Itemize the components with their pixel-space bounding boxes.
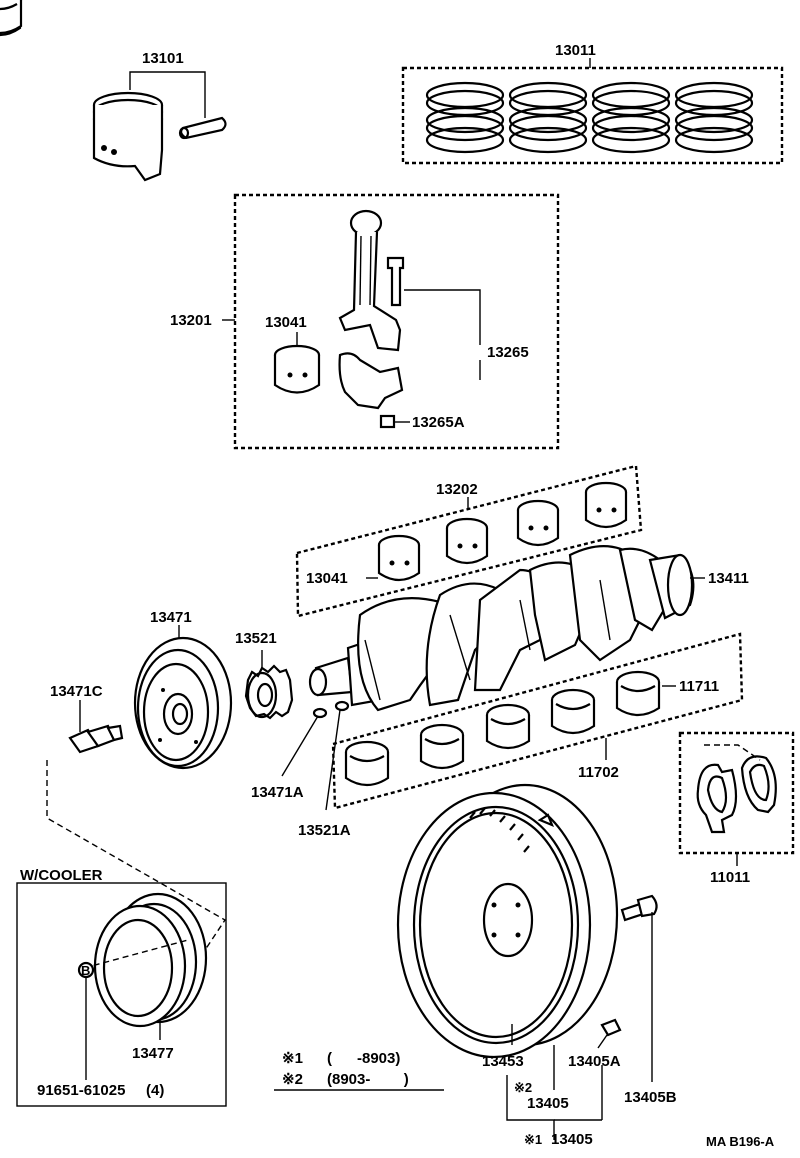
label-rod-assy: 13201 — [170, 312, 212, 329]
connecting-rod-part — [338, 209, 405, 429]
thrust-washer-box — [678, 731, 795, 866]
label-key-13471a: 13471A — [251, 784, 304, 801]
legend-row1-range: ( -8903) — [327, 1050, 400, 1067]
label-flywheel-bolt-b: 13405B — [624, 1089, 677, 1106]
pulley-bolt-part — [68, 724, 124, 754]
connecting-rod-box — [222, 193, 560, 450]
thrust-washer-part — [696, 744, 777, 834]
legend: ※1 ( -8903) ※2 (8903- ) — [274, 1050, 444, 1091]
label-rod-nut: 13265A — [412, 414, 465, 431]
dashed-link-to-cooler — [46, 760, 226, 951]
label-flywheel-bolt-a: 13405A — [568, 1053, 621, 1070]
timing-gear-part — [244, 664, 294, 720]
piston-rings — [425, 81, 754, 154]
diagram-code: MA B196-A — [706, 1134, 775, 1149]
label-timing-gear: 13521 — [235, 630, 277, 647]
upper-bearings — [0, 0, 628, 582]
piston-part — [92, 91, 227, 182]
label-w-cooler: W/COOLER — [20, 867, 103, 884]
label-pulley: 13471 — [150, 609, 192, 626]
label-main-bearing-upper: 13202 — [436, 481, 478, 498]
legend-row2-range: (8903- ) — [327, 1071, 409, 1088]
lower-bearings — [0, 0, 661, 787]
label-crankshaft: 13411 — [708, 570, 749, 587]
piston-ring-set-box — [401, 58, 784, 165]
label-cooler-bolt: 91651-61025 — [37, 1082, 125, 1099]
label-main-bearing-lower-set: 11702 — [578, 764, 619, 781]
label-pulley-bolt: 13471C — [50, 683, 103, 700]
rod-leaders — [296, 289, 481, 423]
label-bearing-upper-13041: 13041 — [306, 570, 348, 587]
keys-leaders — [281, 709, 341, 811]
label-piston: 13101 — [142, 50, 184, 67]
label-key-13521a: 13521A — [298, 822, 351, 839]
label-cooler-pulley: 13477 — [132, 1045, 174, 1062]
rod-bearing-part — [273, 344, 321, 394]
legend-row1-mark: ※1 — [282, 1050, 303, 1067]
piston-leader — [129, 71, 206, 118]
flywheel-part — [396, 783, 619, 1059]
flywheel-dowel-part — [600, 1018, 622, 1037]
label-main-bearing-lower-11711: 11711 — [679, 678, 719, 695]
label-footer-13405: 13405 — [551, 1131, 593, 1148]
w-cooler-box — [16, 882, 227, 1107]
crankshaft-part — [308, 545, 695, 712]
lower-bearing-box — [331, 632, 744, 810]
label-thrust-washer: 11011 — [710, 869, 750, 886]
label-note-mark2: ※2 — [514, 1080, 532, 1095]
flywheel-bolt-b-part — [620, 894, 658, 922]
label-rod-bearing: 13041 — [265, 314, 307, 331]
cooler-pulley-part — [83, 892, 208, 1028]
label-ring-set: 13011 — [555, 42, 596, 59]
label-washer-b: B — [81, 963, 90, 978]
label-note-mark1: ※1 — [524, 1132, 542, 1147]
label-cooler-bolt-qty: (4) — [146, 1082, 164, 1099]
flywheel-bolt-leaders — [506, 912, 653, 1140]
label-flywheel-bolt-13405: 13405 — [527, 1095, 569, 1112]
keys-part — [312, 700, 350, 719]
legend-row2-mark: ※2 — [282, 1071, 303, 1088]
crank-pulley-part — [133, 636, 233, 770]
label-flywheel: 13453 — [482, 1053, 524, 1070]
upper-bearing-box — [295, 464, 643, 618]
label-rod-bolt: 13265 — [487, 344, 529, 361]
